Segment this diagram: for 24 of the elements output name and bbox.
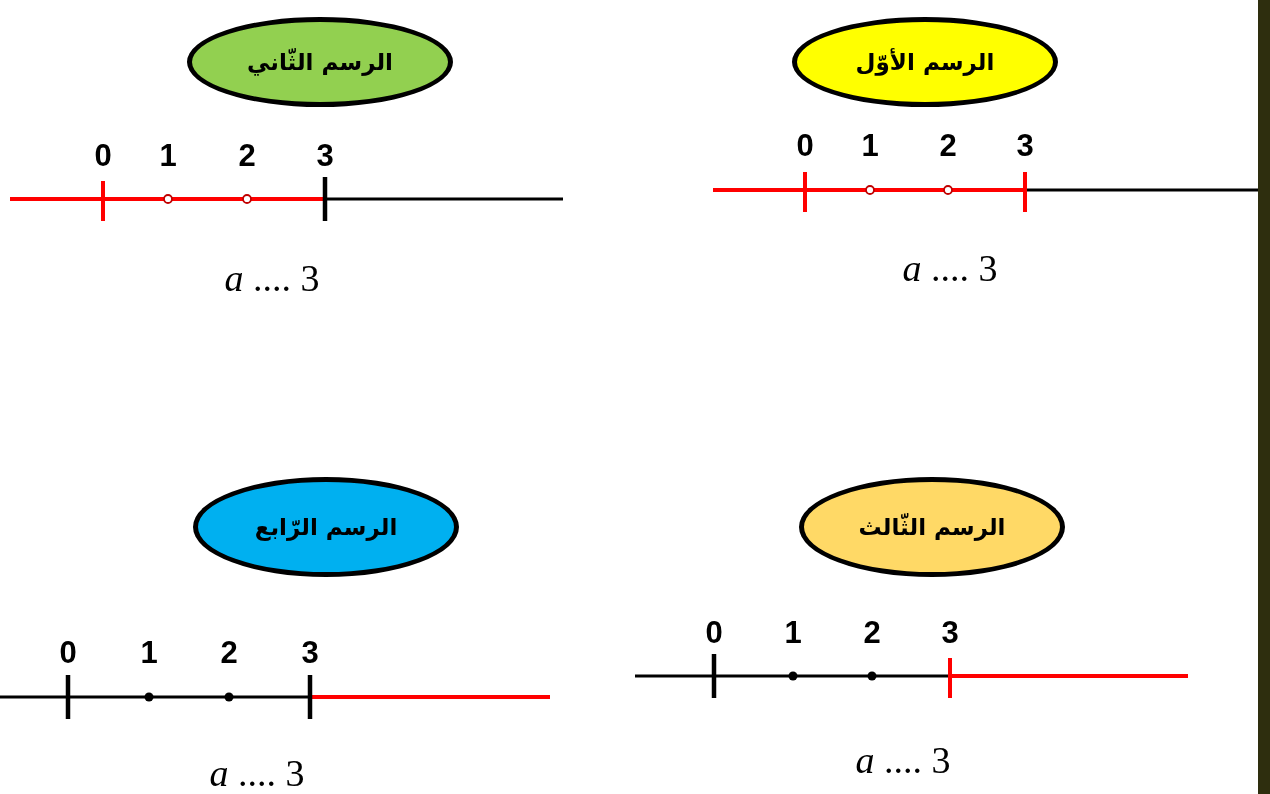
- tick-label: 0: [705, 616, 723, 648]
- tick-label: 3: [941, 616, 959, 648]
- title-ellipse: الرسم الرّابع: [193, 477, 459, 577]
- comparison-text: a .... 3: [209, 754, 305, 792]
- tick-label: 2: [220, 636, 238, 668]
- comparison-text: a .... 3: [855, 741, 951, 779]
- tick-label: 1: [140, 636, 158, 668]
- tick-label: 3: [316, 139, 334, 171]
- tick-label: 3: [301, 636, 319, 668]
- comparison-text: a .... 3: [224, 259, 320, 297]
- tick-label: 2: [939, 129, 957, 161]
- tick-label: 1: [159, 139, 177, 171]
- tick-label: 0: [94, 139, 112, 171]
- title-ellipse: الرسم الثّالث: [799, 477, 1065, 577]
- tick-label: 1: [784, 616, 802, 648]
- tick-label: 2: [863, 616, 881, 648]
- title-ellipse: الرسم الأوّل: [792, 17, 1058, 107]
- tick-label: 2: [238, 139, 256, 171]
- title-ellipse: الرسم الثّاني: [187, 17, 453, 107]
- tick-label: 0: [796, 129, 814, 161]
- tick-label: 0: [59, 636, 77, 668]
- tick-label: 1: [861, 129, 879, 161]
- tick-label: 3: [1016, 129, 1034, 161]
- comparison-text: a .... 3: [902, 249, 998, 287]
